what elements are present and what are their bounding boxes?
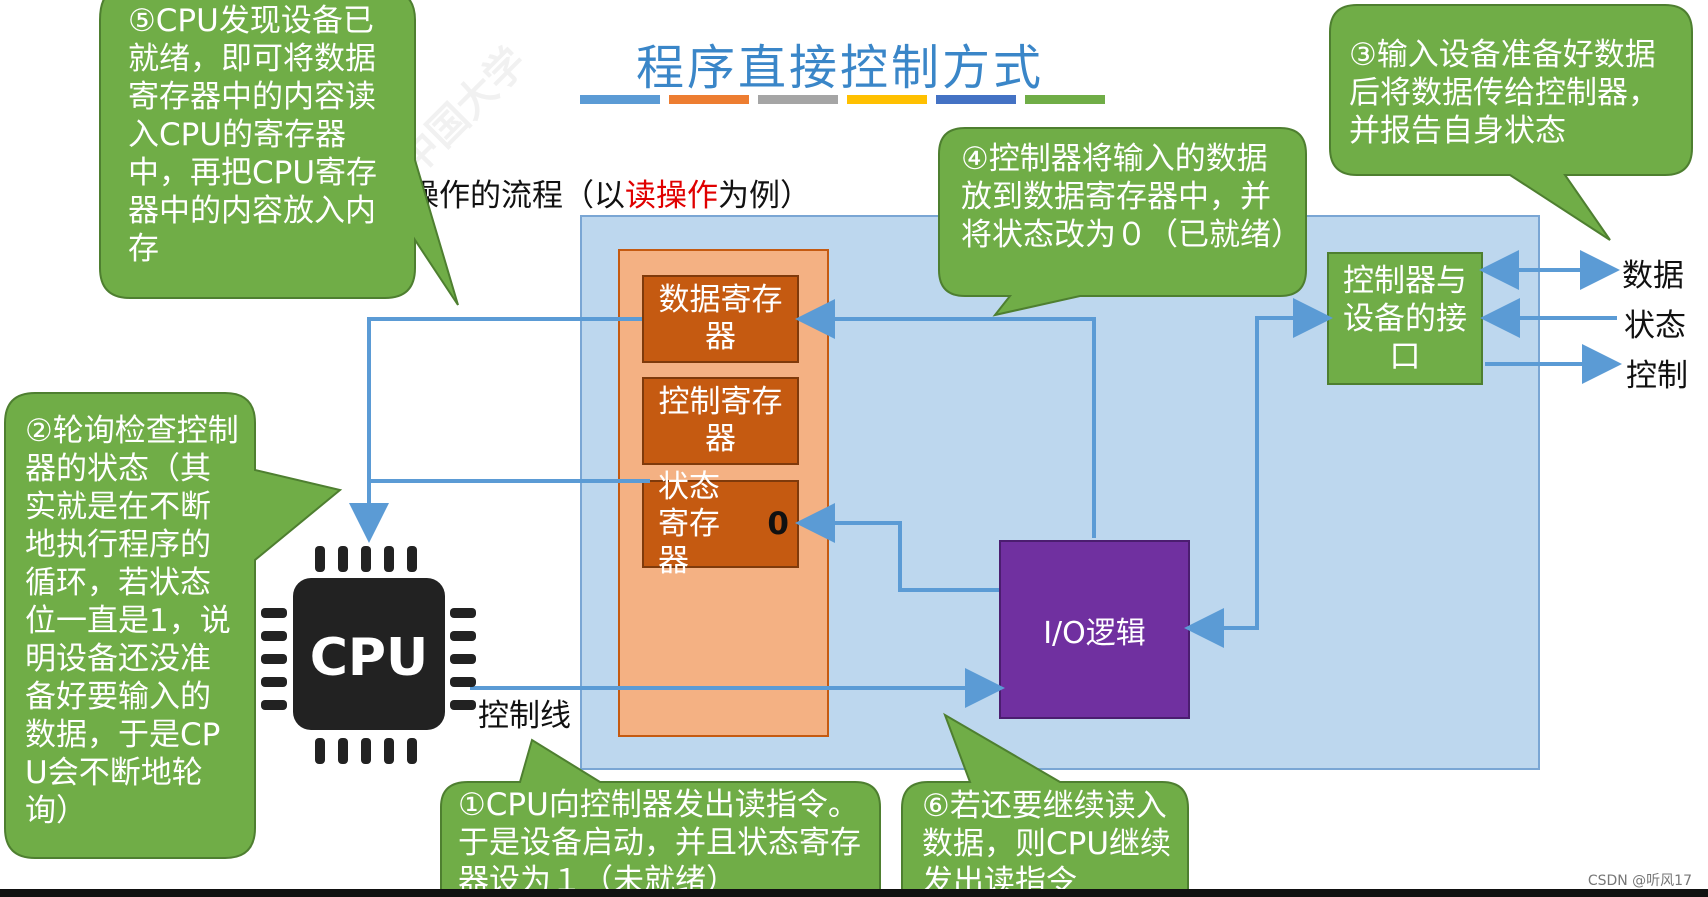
callout-step5-bubble bbox=[99, 0, 459, 306]
footer-bar bbox=[0, 889, 1708, 897]
io-logic-block: I/O逻辑 bbox=[999, 540, 1190, 719]
callout-step1-text: ①CPU向控制器发出读指令。于是设备启动，并且状态寄存器设为１（未就绪） bbox=[458, 787, 861, 889]
status-register-label: 状态寄存器 bbox=[658, 468, 720, 579]
callout-step3-bubble bbox=[1329, 4, 1693, 241]
data-register: 数据寄存器 bbox=[642, 275, 799, 363]
callout-step4-bubble bbox=[938, 127, 1307, 317]
cpu-label: CPU bbox=[309, 628, 429, 688]
credit-label: CSDN @听风17 bbox=[1587, 873, 1692, 889]
title-color-bar bbox=[580, 95, 660, 104]
callout-step2-bubble bbox=[4, 392, 343, 859]
callout-step6-text: ⑥若还要继续读入数据，则CPU继续发出读指令 bbox=[922, 788, 1172, 889]
subtitle: 操作的流程（以读操作为例） bbox=[408, 170, 811, 215]
callout-step2-text: ②轮询检查控制器的状态（其实就是在不断地执行程序的循环，若状态位一直是1，说明设… bbox=[25, 413, 239, 829]
control-register: 控制寄存器 bbox=[642, 377, 799, 465]
io-to-status-register-arrow bbox=[795, 503, 999, 592]
interface-io-arrow bbox=[1184, 298, 1333, 648]
title-color-bar bbox=[936, 95, 1016, 104]
signal-label-control: 控制 bbox=[1626, 358, 1688, 394]
signal-label-status: 状态 bbox=[1624, 308, 1686, 344]
callout-step1-bubble bbox=[440, 738, 881, 897]
page-title: 程序直接控制方式 bbox=[635, 40, 1044, 96]
subtitle-prefix: 操作的流程（以 bbox=[408, 178, 625, 214]
io-to-data-register-arrow bbox=[795, 299, 1096, 538]
signal-label-data: 数据 bbox=[1622, 258, 1684, 294]
status-register-value: 0 bbox=[767, 505, 789, 542]
callout-step5-text: ⑤CPU发现设备已就绪，即可将数据寄存器中的内容读入CPU的寄存器中，再把CPU… bbox=[128, 3, 378, 267]
control-line-label: 控制线 bbox=[478, 698, 571, 734]
callout-step4-text: ④控制器将输入的数据放到数据寄存器中，并将状态改为０（已就绪） bbox=[961, 141, 1302, 253]
device-interface-block: 控制器与设备的接口 bbox=[1327, 252, 1483, 385]
title-color-bar bbox=[758, 95, 838, 104]
data-to-cpu-arrow bbox=[349, 317, 642, 543]
cpu-chip-icon bbox=[261, 546, 476, 764]
callout-step3-text: ③输入设备准备好数据后将数据传给控制器，并报告自身状态 bbox=[1349, 37, 1659, 149]
subtitle-suffix: 为例） bbox=[718, 178, 811, 214]
subtitle-highlight: 读操作 bbox=[625, 178, 718, 214]
title-color-bar bbox=[847, 95, 927, 104]
title-color-bar bbox=[1025, 95, 1105, 104]
callout-step6-bubble bbox=[901, 712, 1189, 897]
title-color-bar bbox=[669, 95, 749, 104]
